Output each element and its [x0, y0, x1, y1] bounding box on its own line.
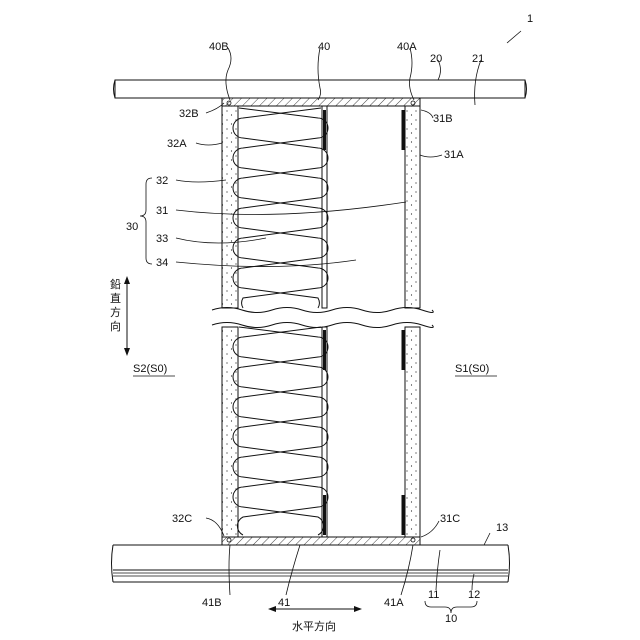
label-11: 11 [428, 589, 439, 601]
label-s1: S1(S0) [455, 363, 489, 375]
label-31: 31 [156, 205, 168, 217]
break-line [212, 308, 433, 328]
figure-number: 1 [527, 13, 533, 25]
label-40a: 40A [397, 41, 417, 53]
floor-slab [112, 545, 510, 582]
top-runner [222, 98, 420, 106]
label-31b: 31B [433, 113, 453, 125]
label-21: 21 [472, 53, 484, 65]
vertical-direction-char-1: 鉛 [110, 277, 121, 291]
label-33: 33 [156, 233, 168, 245]
label-41: 41 [278, 597, 290, 609]
label-34: 34 [156, 257, 168, 269]
vertical-direction-char-3: 方 [110, 305, 121, 319]
label-32a: 32A [167, 138, 187, 150]
insulation-lower [233, 327, 328, 535]
label-41a: 41A [384, 597, 404, 609]
label-32b: 32B [179, 108, 199, 120]
vertical-direction-arrow [124, 276, 130, 356]
label-40b: 40B [209, 41, 229, 53]
label-13: 13 [496, 522, 508, 534]
insulation-upper [233, 108, 328, 308]
label-10: 10 [445, 613, 457, 625]
label-s2: S2(S0) [133, 363, 167, 375]
vertical-direction-char-2: 直 [110, 291, 121, 305]
label-12: 12 [468, 589, 480, 601]
label-31a: 31A [444, 149, 464, 161]
label-20: 20 [430, 53, 442, 65]
label-41b: 41B [202, 597, 222, 609]
label-32: 32 [156, 175, 168, 187]
vertical-direction-char-4: 向 [110, 319, 121, 333]
label-40: 40 [318, 41, 330, 53]
label-30: 30 [126, 221, 138, 233]
horizontal-direction-label: 水平方向 [292, 619, 336, 633]
label-31c: 31C [440, 513, 460, 525]
label-32c: 32C [172, 513, 192, 525]
bottom-runner [222, 537, 420, 545]
